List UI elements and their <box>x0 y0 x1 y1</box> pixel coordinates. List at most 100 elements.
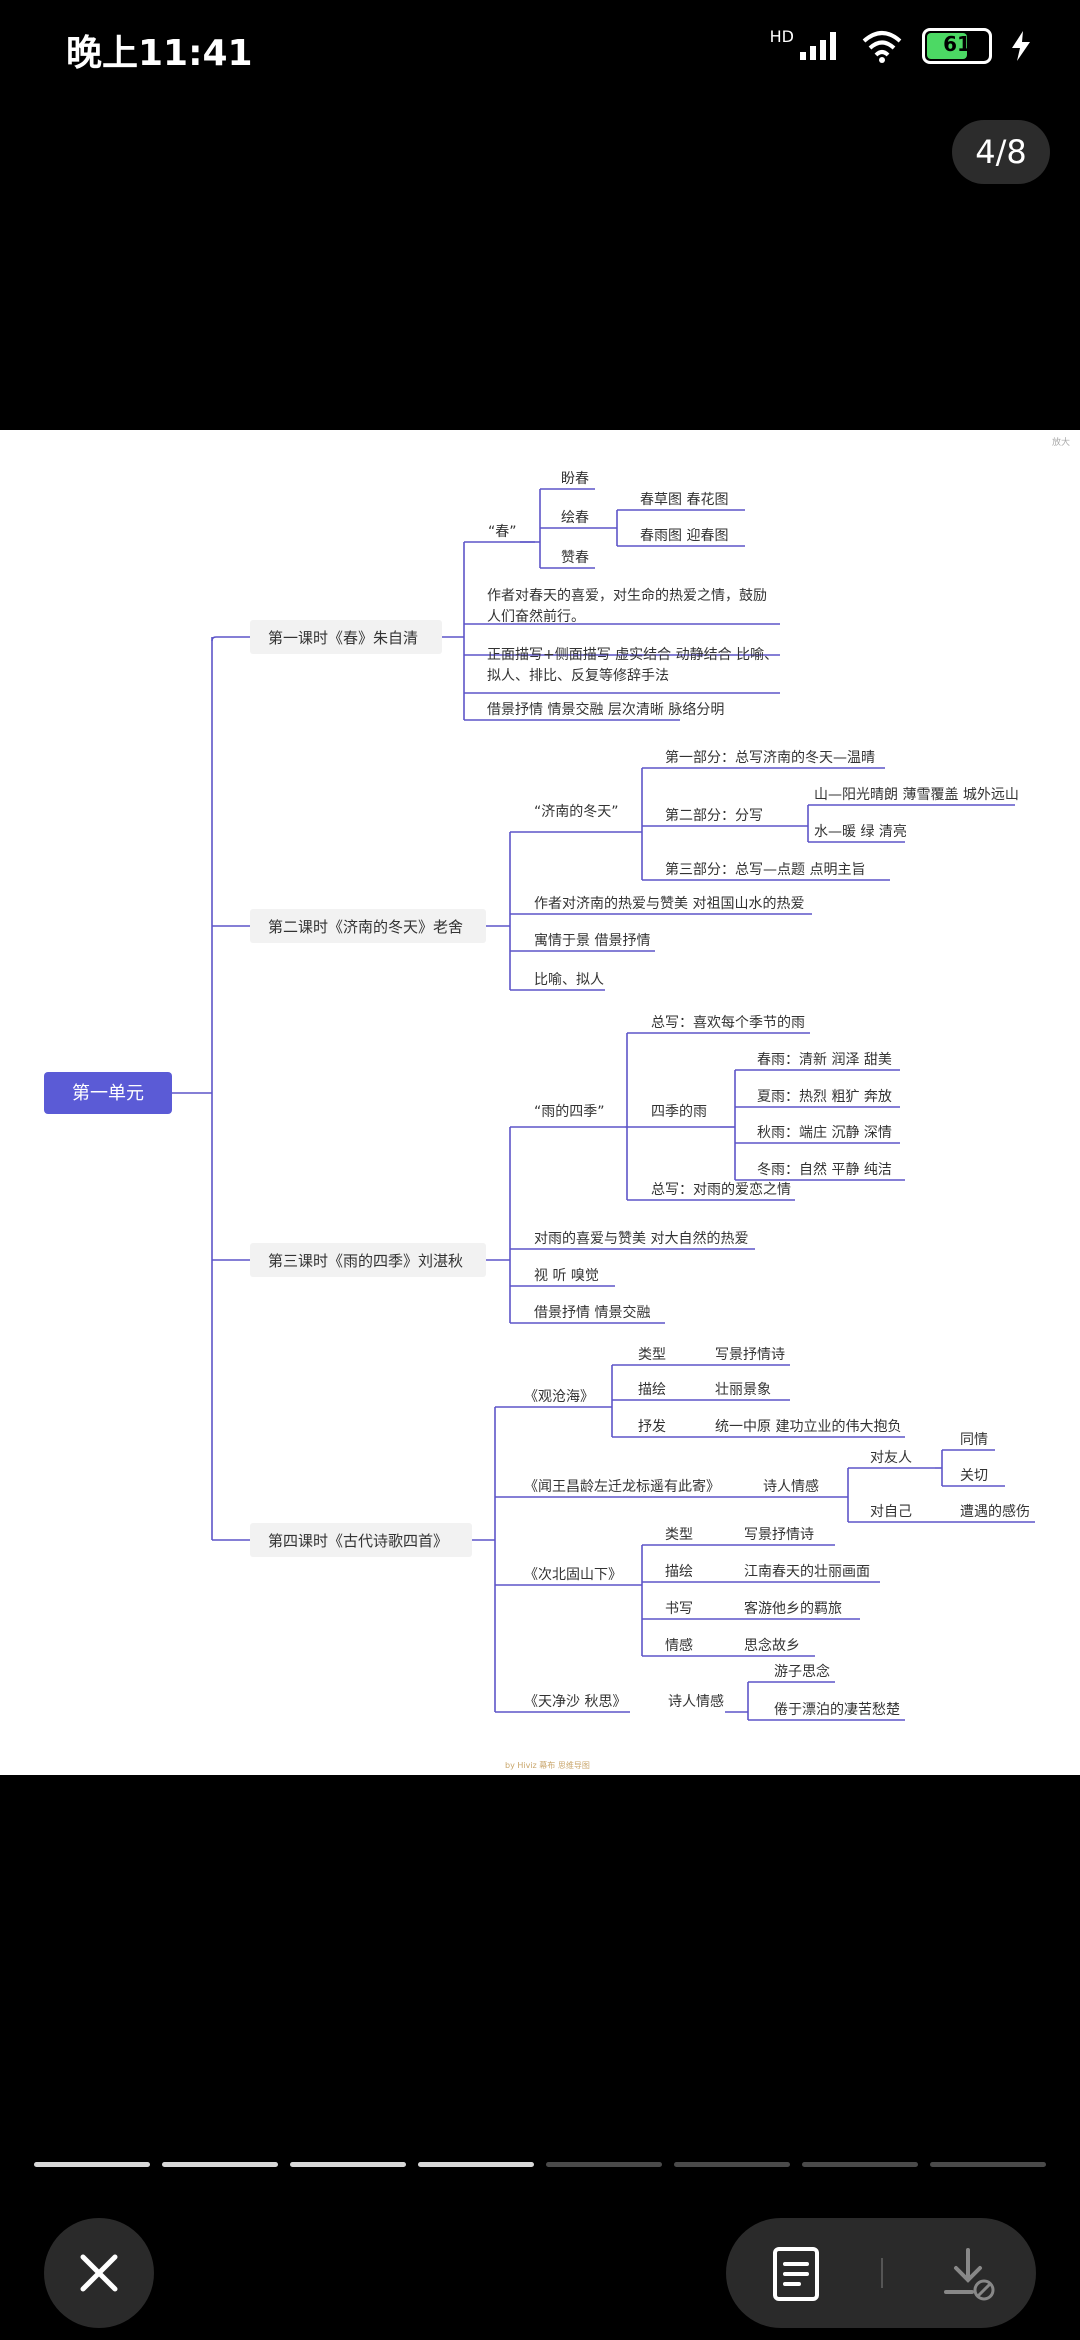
progress-segment <box>162 2162 278 2167</box>
node-text: 水—暖 绿 清亮 <box>814 823 907 840</box>
node-text: 第三部分：总写—点题 点明主旨 <box>665 861 865 878</box>
mindmap-svg: 第一单元 第一课时《春》朱自清 第二课时《济南的冬天》老舍 第三课时《雨的四季》… <box>44 471 1035 1721</box>
node-text: 诗人情感 <box>668 1693 724 1710</box>
progress-segment <box>290 2162 406 2167</box>
battery-level: 61 <box>943 32 971 56</box>
node-text: 总写：对雨的爱恋之情 <box>651 1181 791 1198</box>
lesson-label: 第二课时《济南的冬天》老舍 <box>268 918 463 936</box>
lesson-node <box>250 1243 486 1277</box>
node-text: 夏雨：热烈 粗犷 奔放 <box>757 1089 892 1105</box>
node-text: 类型 <box>638 1347 666 1363</box>
node-text: 统一中原 建功立业的伟大抱负 <box>715 1419 901 1435</box>
node-text: 游子思念 <box>774 1663 830 1680</box>
node-text: 比喻、拟人 <box>534 972 604 988</box>
node-text: 描绘 <box>638 1382 666 1398</box>
page-progress <box>34 2162 1046 2167</box>
node-text: 借景抒情 情景交融 层次清晰 脉络分明 <box>487 701 724 718</box>
progress-segment <box>418 2162 534 2167</box>
progress-segment <box>802 2162 918 2167</box>
node-text: 遭遇的感伤 <box>960 1503 1030 1520</box>
node-text: 类型 <box>665 1527 693 1543</box>
network-type: HD <box>769 26 794 46</box>
page-counter: 4/8 <box>952 120 1050 184</box>
node-text: 书写 <box>665 1601 693 1617</box>
action-toolbar <box>726 2218 1036 2328</box>
battery-icon: 61 <box>922 28 992 64</box>
node-text: 山—阳光晴朗 薄雪覆盖 城外远山 <box>814 787 1019 803</box>
node-text: 正面描写+侧面描写 虚实结合 动静结合 比喻、 <box>487 647 778 663</box>
node-text: 春雨图 迎春图 <box>640 528 728 544</box>
node-text: 《天净沙 秋思》 <box>524 1694 626 1710</box>
lesson-label: 第四课时《古代诗歌四首》 <box>268 1532 448 1550</box>
node-text: 春雨：清新 润泽 甜美 <box>757 1052 892 1068</box>
download-disabled-icon <box>944 2248 995 2301</box>
progress-segment <box>674 2162 790 2167</box>
node-text: 第二部分：分写 <box>665 807 763 824</box>
node-text: 春草图 春花图 <box>640 492 728 508</box>
node-text: 关切 <box>960 1468 988 1484</box>
lesson-node <box>250 1523 472 1557</box>
node-text: 描绘 <box>665 1564 693 1580</box>
node-text: “春” <box>488 524 517 540</box>
toolbar-divider <box>881 2258 883 2288</box>
wifi-icon <box>862 31 902 63</box>
root-label: 第一单元 <box>72 1083 144 1104</box>
connector-lines <box>172 488 1035 1721</box>
node-text: 诗人情感 <box>763 1478 819 1495</box>
node-text: 情感 <box>665 1637 693 1654</box>
document-icon <box>773 2247 819 2301</box>
node-text: 拟人、排比、反复等修辞手法 <box>487 667 669 684</box>
progress-segment <box>34 2162 150 2167</box>
signal-icon <box>800 32 836 60</box>
node-text: 对自己 <box>870 1504 912 1520</box>
mindmap-image[interactable]: 放大 <box>0 430 1080 1775</box>
node-text: “雨的四季” <box>534 1104 605 1120</box>
node-text: 作者对济南的热爱与赞美 对祖国山水的热爱 <box>534 896 804 912</box>
lesson-label: 第一课时《春》朱自清 <box>268 629 418 647</box>
node-text: 壮丽景象 <box>715 1382 771 1398</box>
node-text: 作者对春天的喜爱，对生命的热爱之情，鼓励 <box>487 587 767 604</box>
node-text: 倦于漂泊的凄苦愁楚 <box>774 1702 900 1718</box>
lesson-node <box>250 909 486 943</box>
node-text: 视 听 嗅觉 <box>534 1268 599 1284</box>
node-text: 《闻王昌龄左迁龙标遥有此寄》 <box>524 1478 720 1495</box>
node-text: 对雨的喜爱与赞美 对大自然的热爱 <box>534 1230 748 1247</box>
node-text: 思念故乡 <box>744 1637 800 1654</box>
node-text: 盼春 <box>561 471 589 487</box>
charging-icon <box>1012 31 1030 61</box>
lesson-node <box>250 620 442 654</box>
node-text: 对友人 <box>870 1450 912 1466</box>
node-text: 江南春天的壮丽画面 <box>744 1564 870 1580</box>
root-node <box>44 1072 172 1114</box>
status-time: 晚上11:41 <box>66 33 253 74</box>
close-icon <box>80 2254 118 2292</box>
node-text: 《次北固山下》 <box>524 1567 622 1583</box>
node-text: 四季的雨 <box>651 1104 707 1120</box>
credit-text: by Hiviz 幕布 思维导图 <box>505 1761 590 1770</box>
node-text: 寓情于景 借景抒情 <box>534 932 650 949</box>
node-text: 《观沧海》 <box>524 1388 594 1405</box>
node-text: 写景抒情诗 <box>715 1347 785 1363</box>
node-text: 同情 <box>960 1432 988 1448</box>
node-text: 赞春 <box>561 550 589 566</box>
node-text: 绘春 <box>561 510 589 526</box>
node-text: 写景抒情诗 <box>744 1527 814 1543</box>
node-text: 冬雨：自然 平静 纯洁 <box>757 1161 892 1178</box>
close-button[interactable] <box>44 2218 154 2328</box>
document-button[interactable] <box>764 2242 828 2306</box>
progress-segment <box>930 2162 1046 2167</box>
node-text: 总写：喜欢每个季节的雨 <box>651 1015 805 1031</box>
progress-segment <box>546 2162 662 2167</box>
corner-mark: 放大 <box>1051 438 1070 448</box>
status-icons: HD 61 <box>769 26 1032 64</box>
node-text: 借景抒情 情景交融 <box>534 1304 650 1321</box>
node-text: 人们奋然前行。 <box>487 608 585 625</box>
node-text: 第一部分：总写济南的冬天—温晴 <box>665 749 875 766</box>
node-text: 客游他乡的羁旅 <box>744 1600 842 1617</box>
node-text: “济南的冬天” <box>534 804 619 820</box>
node-text: 抒发 <box>638 1419 666 1435</box>
lesson-label: 第三课时《雨的四季》刘湛秋 <box>268 1252 463 1270</box>
status-bar: 晚上11:41 HD 61 <box>0 0 1080 100</box>
download-button[interactable] <box>938 2242 1002 2306</box>
node-text: 秋雨：端庄 沉静 深情 <box>757 1124 892 1141</box>
